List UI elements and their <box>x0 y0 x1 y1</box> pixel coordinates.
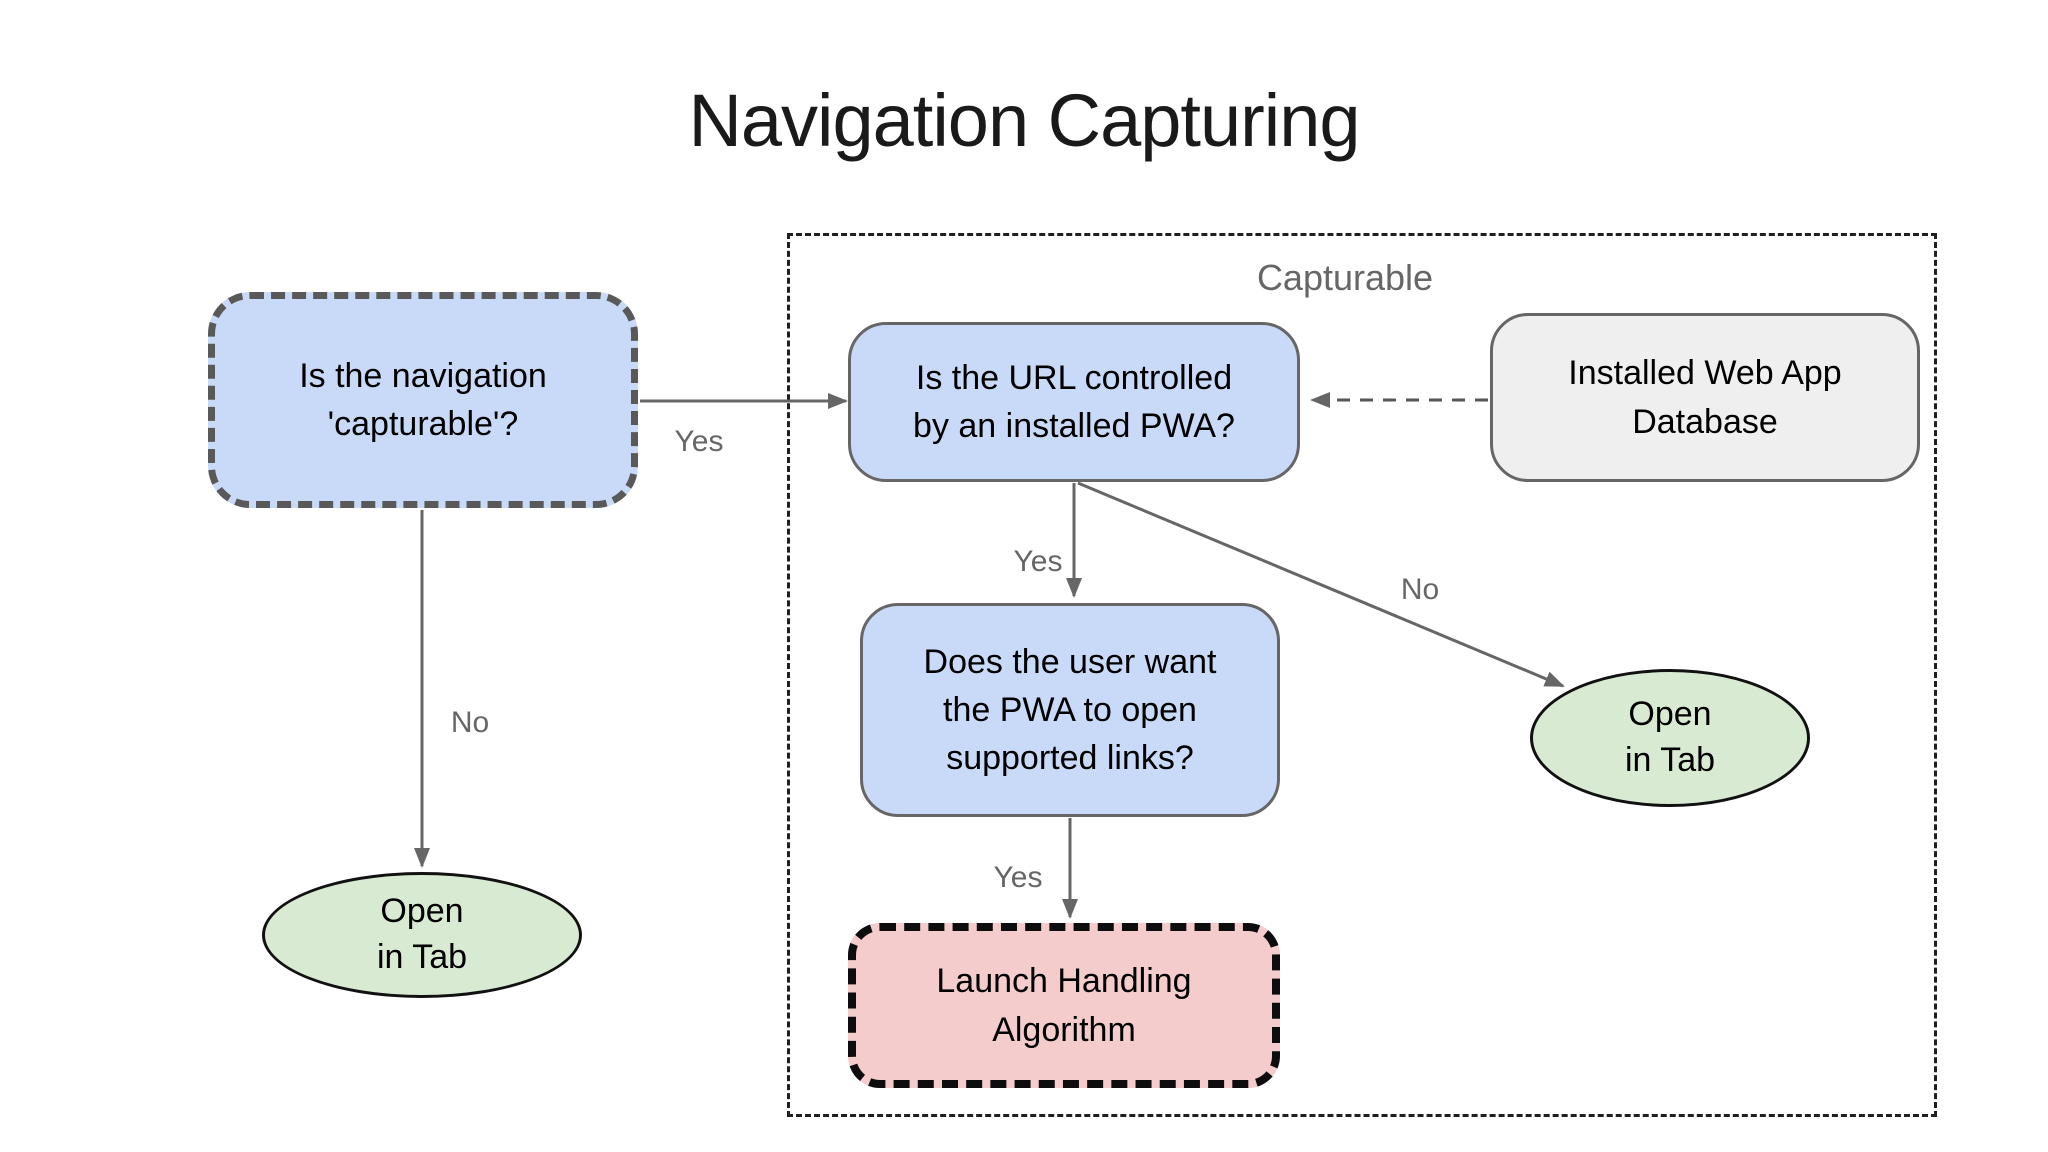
capturable-group-boundary <box>787 233 1937 1117</box>
node-is-navigation-capturable: Is the navigation 'capturable'? <box>208 292 638 508</box>
node-does-user-want-supported-links: Does the user want the PWA to open suppo… <box>860 603 1280 817</box>
node-open-in-tab-left: Open in Tab <box>262 872 582 998</box>
edge-label-capturable-yes: Yes <box>674 425 724 458</box>
node-is-url-controlled: Is the URL controlled by an installed PW… <box>848 322 1300 482</box>
edge-label-capturable-no: No <box>450 706 490 739</box>
node-open-in-tab-right: Open in Tab <box>1530 669 1810 807</box>
capturable-group-label: Capturable <box>1256 257 1434 298</box>
page-title: Navigation Capturing <box>688 79 1360 162</box>
edge-label-supported-links-yes: Yes <box>993 861 1043 894</box>
node-launch-handling-algorithm: Launch Handling Algorithm <box>848 923 1280 1088</box>
edge-label-url-controlled-no: No <box>1400 573 1440 606</box>
edge-label-url-controlled-yes: Yes <box>1013 545 1063 578</box>
node-installed-web-app-database: Installed Web App Database <box>1490 313 1920 482</box>
